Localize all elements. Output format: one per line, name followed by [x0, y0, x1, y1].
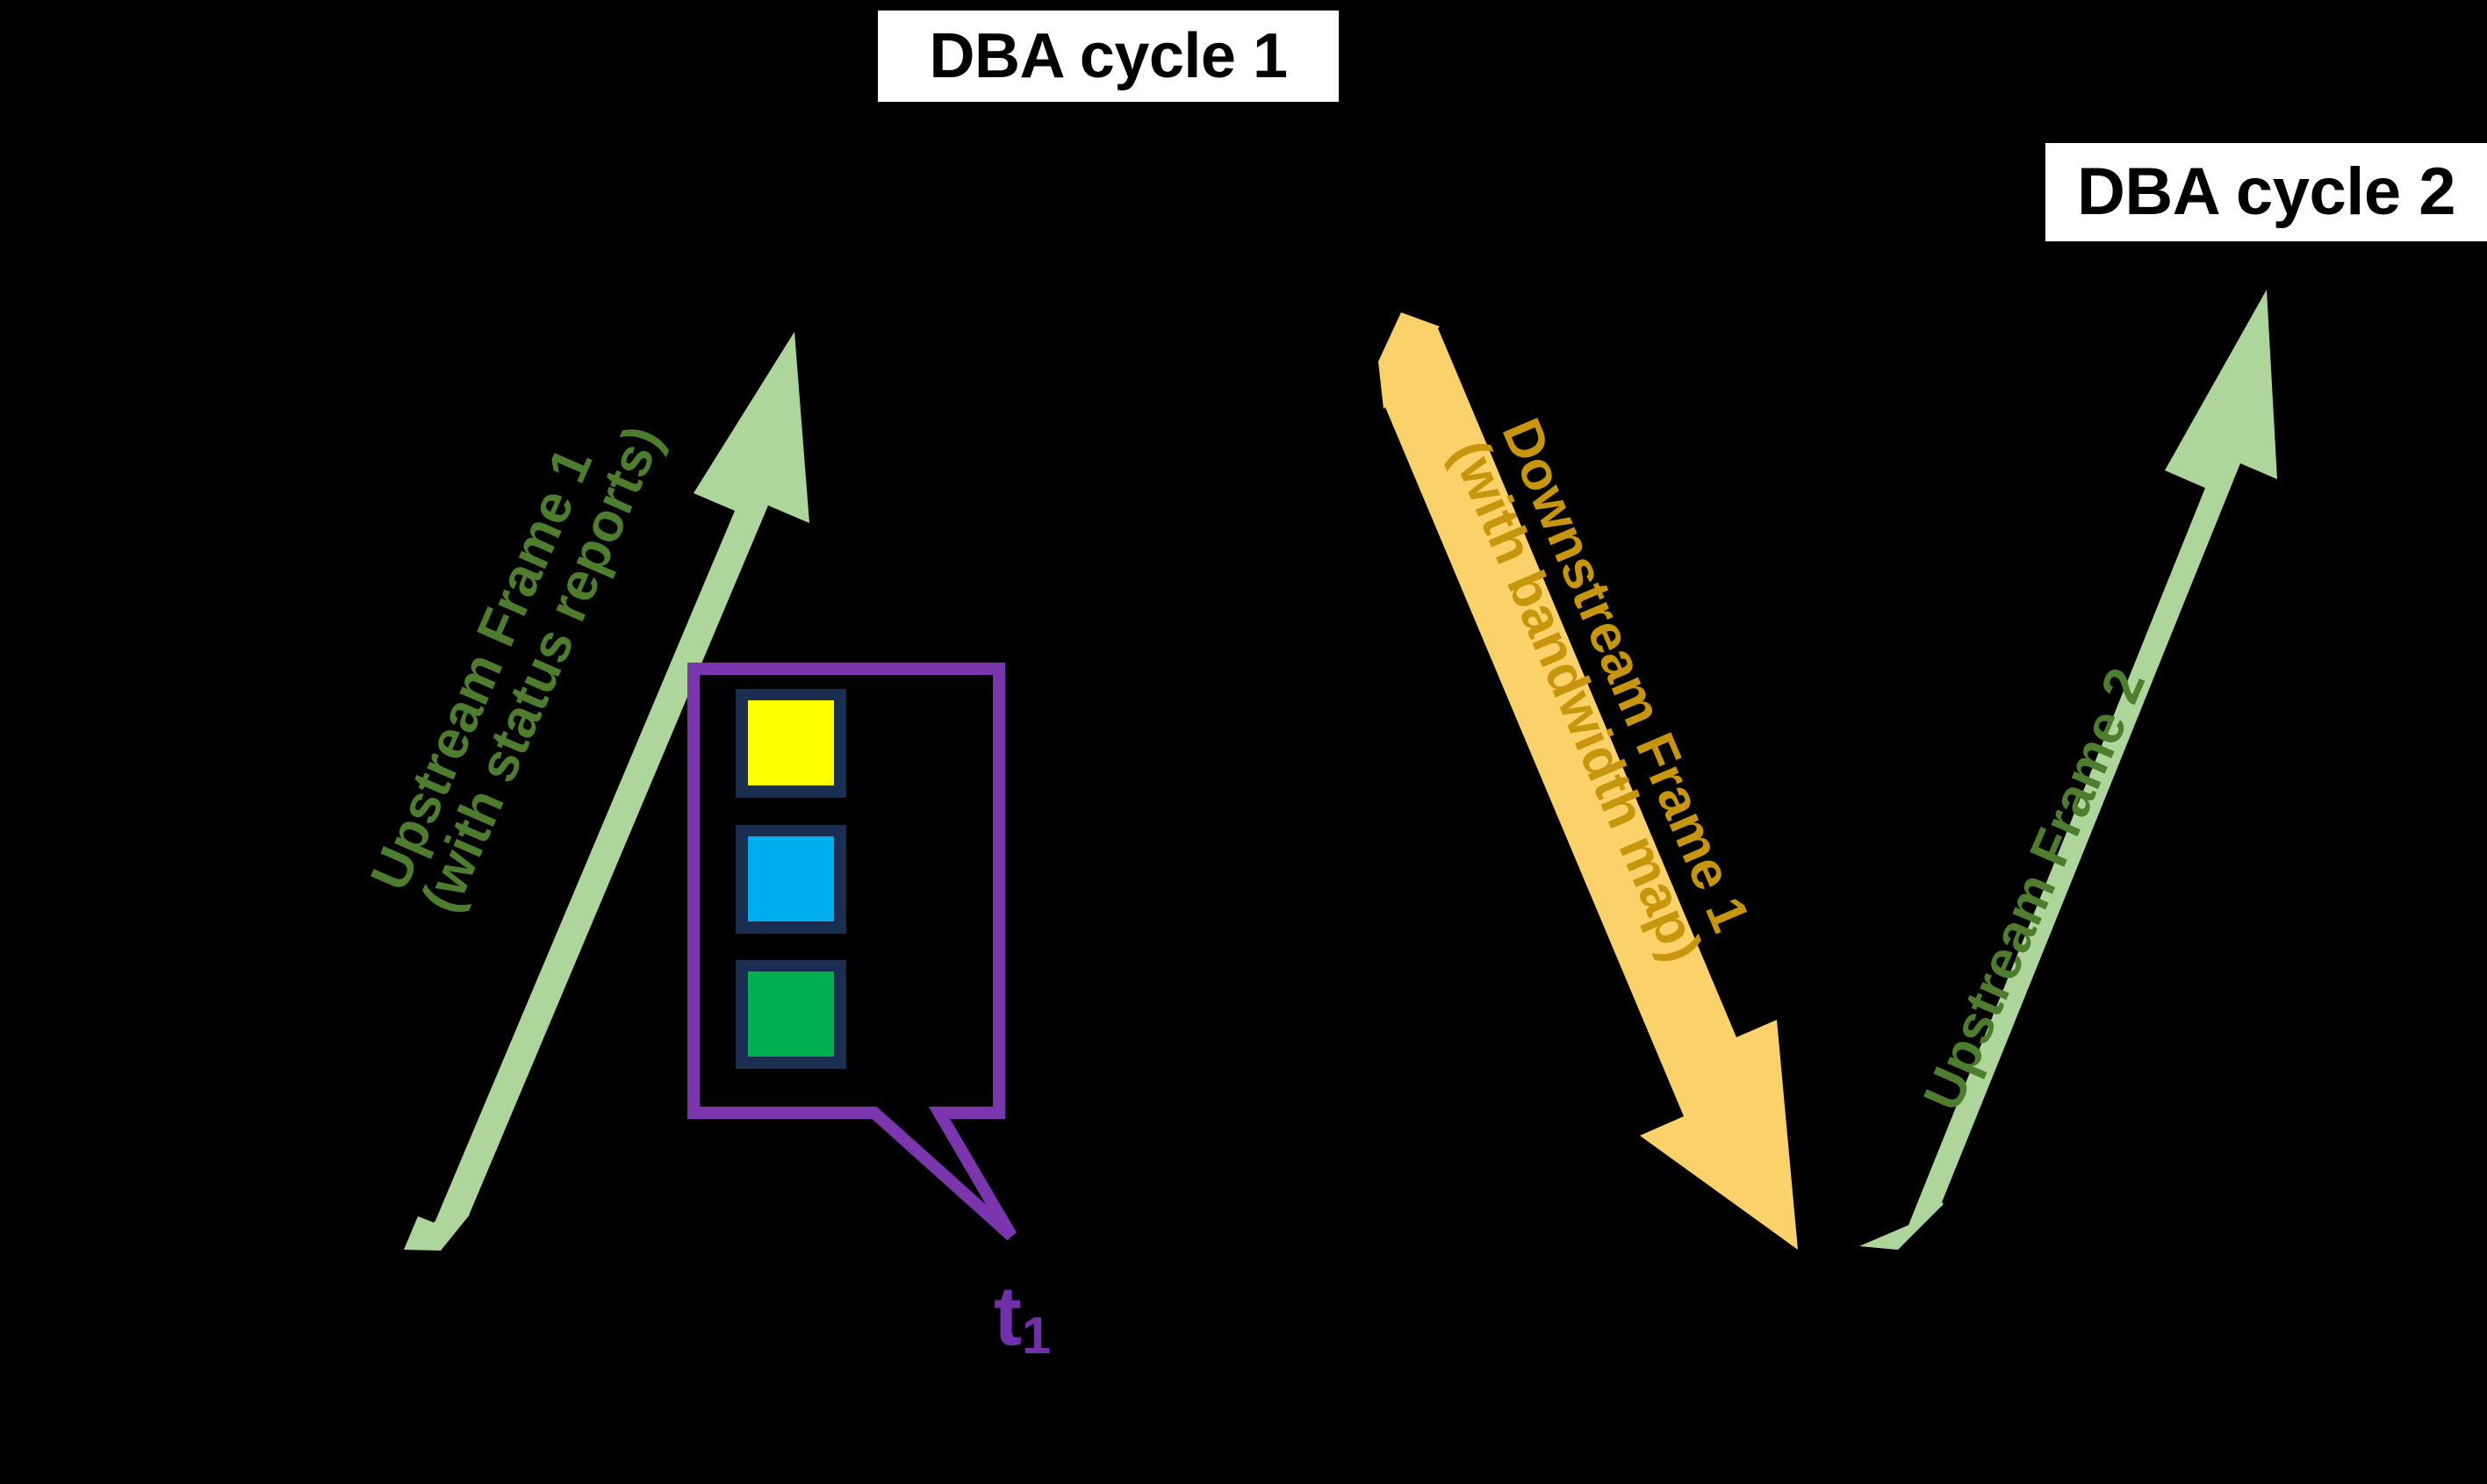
block-yellow-fill	[748, 700, 834, 785]
upstream-frame-2-arrow	[1859, 290, 2277, 1250]
status-report-callout	[687, 663, 1017, 1241]
dba-cycle-1-label-text: DBA cycle 1	[929, 21, 1288, 91]
dba-cycle-1-label: DBA cycle 1	[878, 11, 1339, 102]
dba-cycle-2-label-text: DBA cycle 2	[2076, 154, 2456, 229]
time-marker-t1-base: t	[994, 1269, 1022, 1363]
status-report-blocks	[736, 689, 846, 1069]
block-blue-fill	[748, 836, 834, 921]
time-marker-t1: t1	[994, 1274, 1051, 1361]
upstream-frame-2-arrow-shape	[1859, 290, 2277, 1250]
downstream-frame-1-arrow-shape	[1378, 312, 1798, 1250]
upstream-frame-1-arrow-shape	[404, 332, 809, 1251]
status-report-callout-outline	[687, 663, 1017, 1241]
time-marker-t1-subscript: 1	[1021, 1305, 1052, 1365]
upstream-frame-1-arrow	[404, 332, 809, 1251]
dba-cycle-2-label: DBA cycle 2	[2045, 143, 2487, 241]
downstream-frame-1-arrow	[1378, 312, 1798, 1250]
block-green-fill	[748, 971, 834, 1057]
